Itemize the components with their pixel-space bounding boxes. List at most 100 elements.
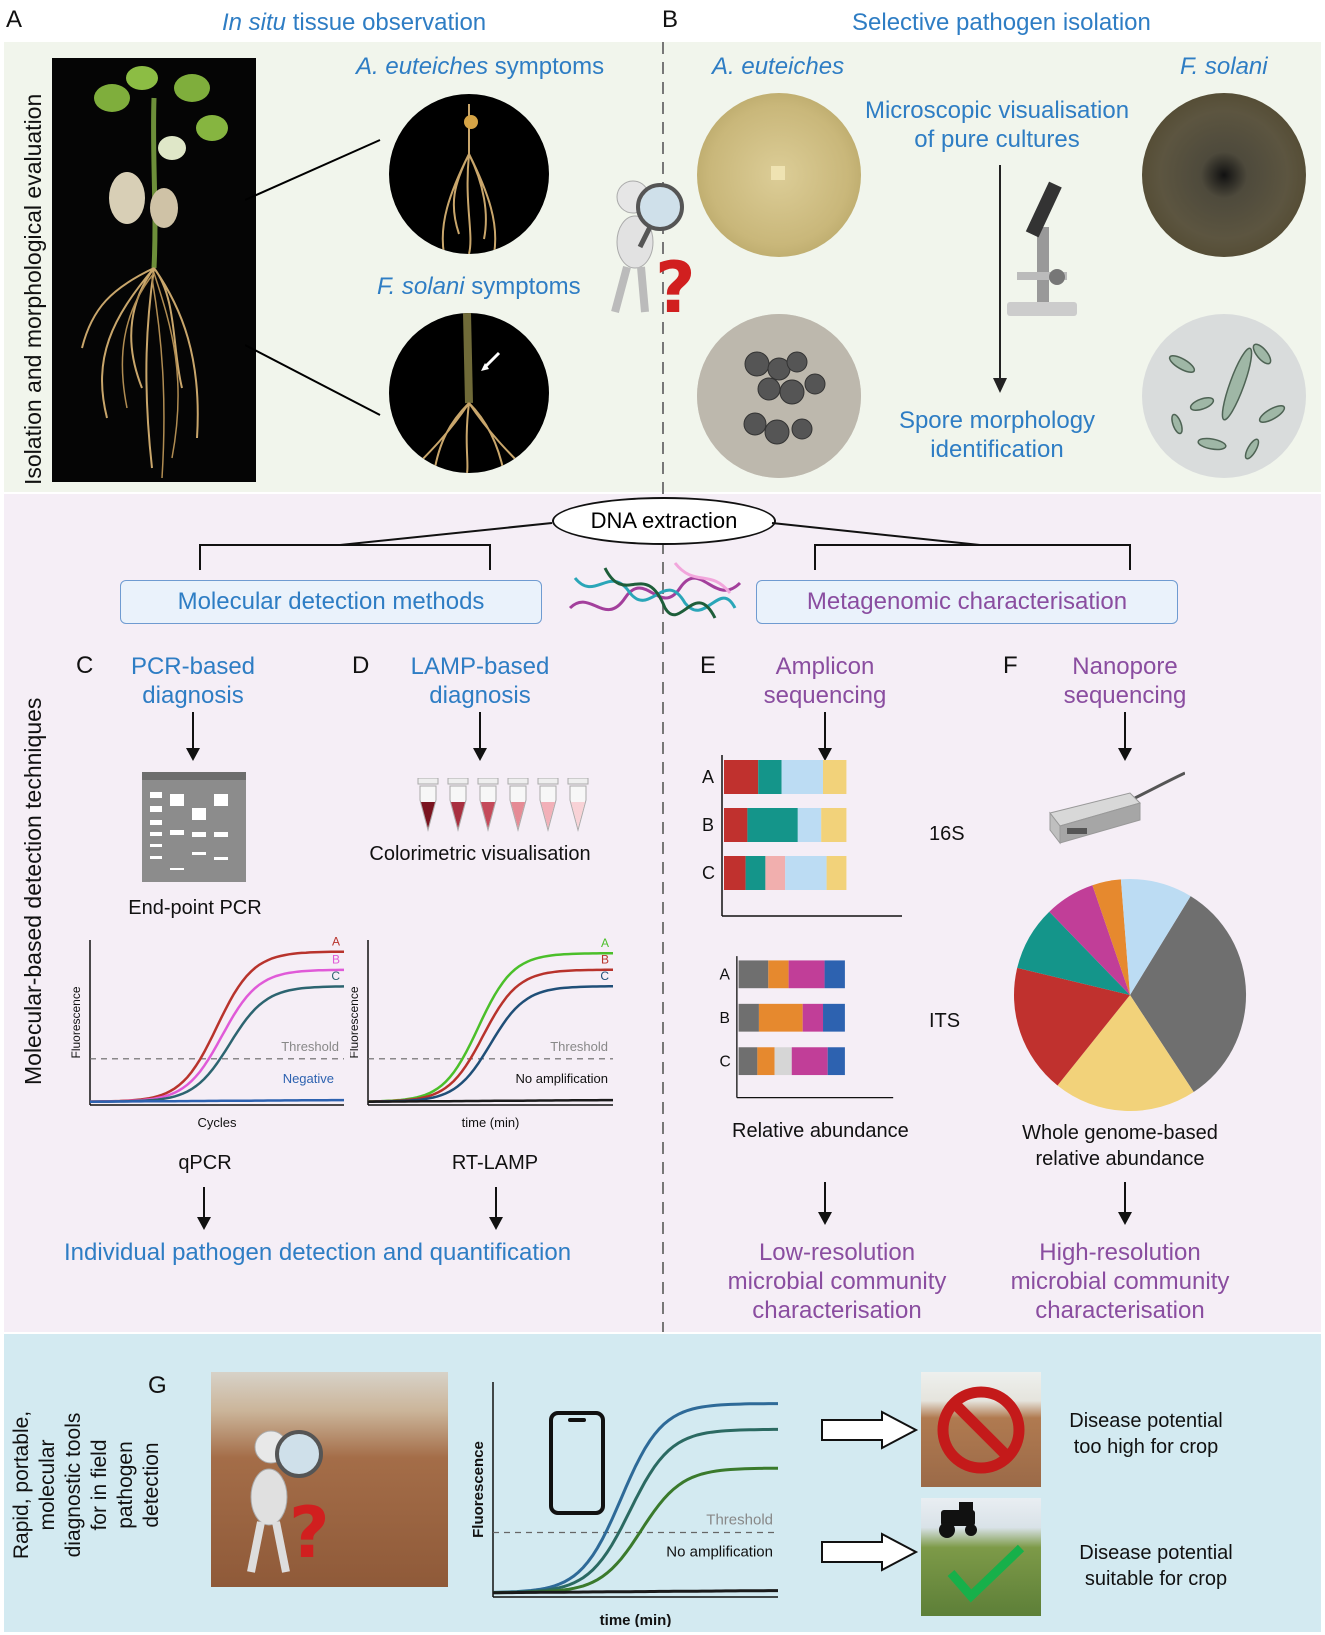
bar-segment-a-4: [823, 760, 847, 794]
zoom-connector-lines: [245, 139, 381, 416]
bar-segment-a-2: [758, 760, 782, 794]
tube-cap: [447, 778, 469, 785]
magnifier-figure-icon: ?: [611, 180, 696, 322]
nanopore-arrow: [1118, 712, 1132, 761]
its-stacked-bar-chart: ABC: [720, 956, 894, 1099]
bar-segment-c-1: [724, 856, 746, 890]
tube-cap: [537, 778, 559, 785]
pie-slice-7: [1120, 879, 1191, 995]
tube-1: [417, 778, 439, 832]
tube-cap: [507, 778, 529, 785]
outcome-arrow-top: [821, 1410, 919, 1450]
pie-slice-5: [1049, 885, 1130, 995]
outcome-arrow-bottom: [821, 1532, 919, 1572]
panel-a-title: In situ tissue observation: [222, 8, 486, 37]
bar-segment-c-4: [785, 856, 827, 890]
panel-g-side-label: Rapid, portable, molecular diagnostic to…: [10, 1410, 163, 1560]
pie-slice-6: [1092, 879, 1130, 995]
no-amplification-label: No amplification: [516, 1071, 609, 1086]
fs-spore-micrograph: [1142, 314, 1306, 478]
series-label-negative: Negative: [283, 1071, 334, 1086]
ae-symptoms-label: A. euteiches symptoms: [356, 52, 604, 81]
center-divider: [662, 42, 664, 1332]
bar-segment-a-2: [768, 960, 789, 989]
pea-plant-illustration: [81, 66, 228, 479]
bar-segment-c-4: [791, 1047, 828, 1076]
nanopore-sequencing-title: Nanopore sequencing: [1063, 653, 1187, 709]
nanopore-pie-chart: [1014, 879, 1247, 1112]
panel-g-side-wrapper: Rapid, portable, molecular diagnostic to…: [10, 1340, 163, 1630]
lamp-based-diagnosis-title: LAMP-based diagnosis: [410, 653, 550, 709]
ae-symptoms-italic: A. euteiches: [356, 53, 489, 80]
pcr-based-diagnosis-title: PCR-based diagnosis: [130, 653, 256, 709]
tube-2: [447, 778, 469, 832]
bar-segment-c-5: [827, 1047, 845, 1076]
lamp-arrow: [473, 712, 487, 761]
tube-cap: [417, 778, 439, 785]
y-axis-label: Fluorescence: [470, 1441, 487, 1538]
field-photo: ?: [211, 1372, 448, 1587]
tube-6: [567, 778, 589, 832]
qpcr-down-arrow: [197, 1187, 211, 1230]
bar-segment-b-1: [738, 1003, 759, 1032]
y-axis-label: Fluorescence: [350, 986, 361, 1058]
row-label-b: B: [720, 1010, 730, 1027]
tube-cap: [567, 778, 589, 785]
end-point-pcr-label: End-point PCR: [128, 897, 262, 919]
bar-segment-c-3: [765, 856, 786, 890]
row-label-b: B: [702, 815, 714, 835]
svg-text:?: ?: [655, 247, 696, 322]
16s-stacked-bar-chart: A B C: [702, 755, 902, 917]
bar-segment-a-3: [788, 960, 825, 989]
fs-culture-label: F. solani: [1180, 53, 1268, 80]
pie-slice-2: [1057, 995, 1194, 1112]
ae-culture-plate-photo: [697, 93, 861, 257]
ae-symptoms-rest: symptoms: [488, 53, 605, 80]
panel-letter-b: B: [662, 6, 679, 33]
row-label-c: C: [702, 863, 715, 883]
series-label-c: C: [600, 969, 609, 983]
high-resolution-label: High-resolution microbial community char…: [1010, 1239, 1230, 1324]
bar-segment-a-1: [738, 960, 769, 989]
panel-letter-c: C: [76, 652, 94, 679]
amplicon-down-arrow: [818, 1182, 832, 1225]
bar-segment-c-2: [745, 856, 766, 890]
series-line-curve-2: [493, 1466, 778, 1595]
individual-pathogen-detection-label: Individual pathogen detection and quanti…: [64, 1239, 572, 1266]
fs-culture-plate-photo: [1142, 93, 1306, 257]
y-axis-label: Fluorescence: [69, 986, 83, 1058]
rtlamp-label: RT-LAMP: [451, 1152, 539, 1174]
bar-segment-b-4: [821, 808, 847, 842]
panel-a-side-label: Isolation and morphological evaluation: [20, 93, 46, 485]
x-axis-label: time (min): [600, 1612, 672, 1627]
middle-side-label: Molecular-based detection techniques: [20, 697, 46, 1085]
microscope-icon: [1007, 181, 1077, 316]
row-label-a: A: [702, 767, 714, 787]
ae-culture-label: A. euteiches: [712, 53, 845, 80]
fs-symptoms-label: F. solani symptoms: [377, 272, 581, 301]
suitable-field-photo: [921, 1498, 1041, 1616]
outcome-suitable-label: Disease potential suitable for crop: [1079, 1542, 1233, 1590]
no-amplification-label: No amplification: [666, 1544, 773, 1561]
low-resolution-label: Low-resolution microbial community chara…: [727, 1239, 947, 1324]
dna-extraction-node: DNA extraction: [552, 497, 776, 545]
amplicon-sequencing-title: Amplicon sequencing: [763, 653, 887, 709]
bar-segment-b-1: [724, 808, 748, 842]
bar-segment-a-1: [724, 760, 759, 794]
x-axis-label: Cycles: [197, 1115, 237, 1130]
threshold-label: Threshold: [706, 1512, 773, 1529]
series-label-a: A: [601, 936, 609, 950]
bar-segment-b-2: [758, 1003, 803, 1032]
series-label-b: B: [601, 953, 609, 967]
unsuitable-field-photo: [921, 1372, 1041, 1487]
tube-liquid: [511, 802, 525, 828]
colorimetric-visualisation-label: Colorimetric visualisation: [369, 843, 591, 865]
panel-a-title-italic: In situ: [222, 9, 287, 36]
smartphone-icon: [549, 1411, 605, 1515]
pea-plant-photo: [52, 58, 256, 482]
panel-letter-a: A: [6, 6, 23, 33]
microscopic-visualisation-label: Microscopic visualisation of pure cultur…: [864, 97, 1130, 153]
bar-segment-a-4: [824, 960, 845, 989]
bar-segment-b-4: [823, 1003, 845, 1032]
